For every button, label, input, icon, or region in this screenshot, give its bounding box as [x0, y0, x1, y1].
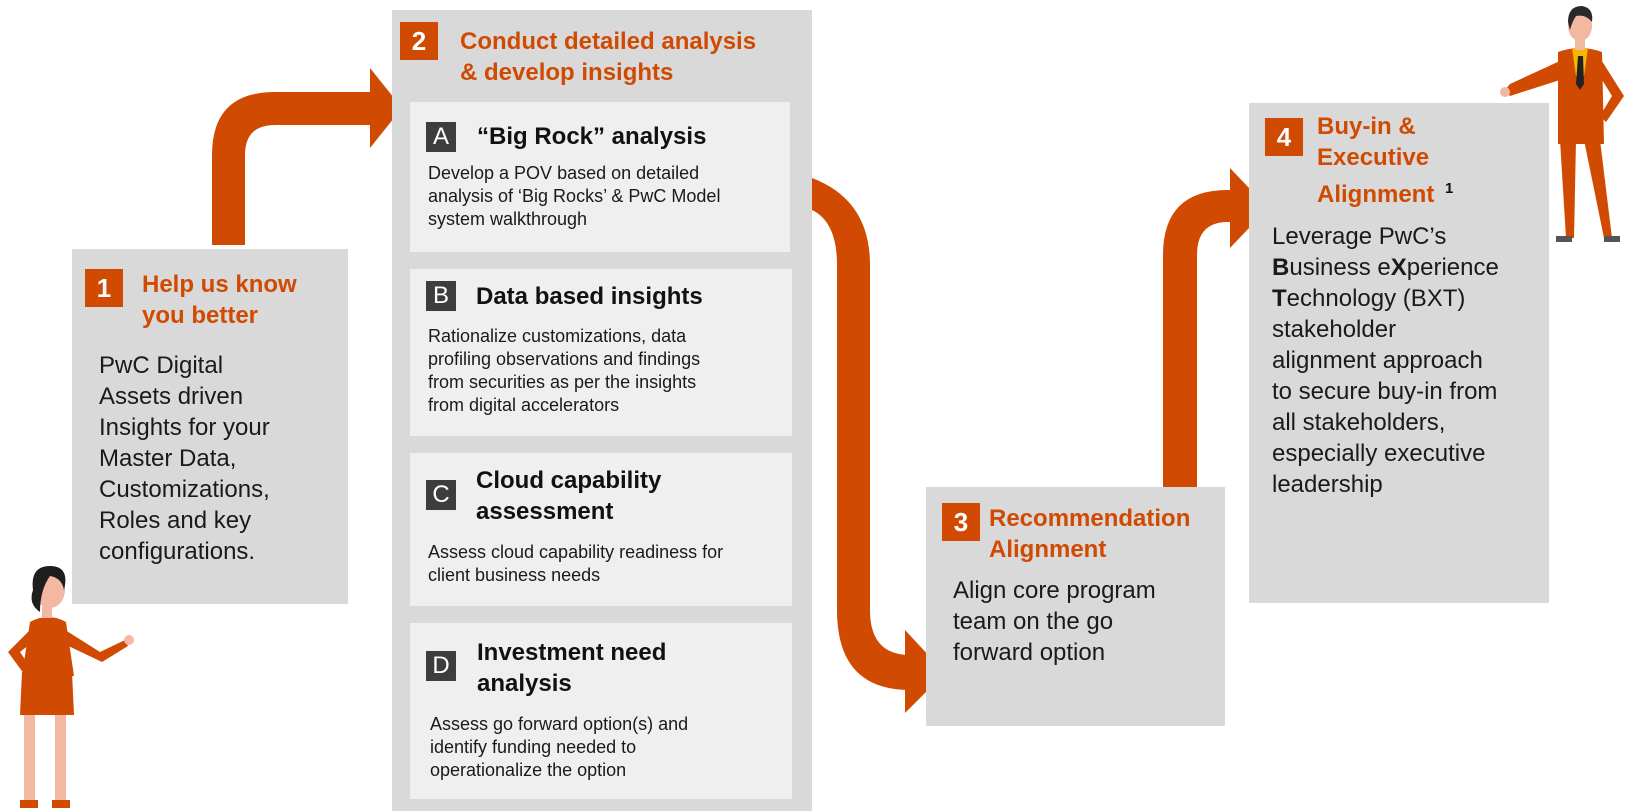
item-body-b: Rationalize customizations, data profili…	[428, 326, 701, 415]
item-title-a: “Big Rock” analysis	[477, 123, 707, 150]
step3-number: 3	[942, 503, 980, 541]
step4-title: Buy-in & Executive Alignment 1	[1317, 113, 1454, 208]
item-title-c: Cloud capability assessment	[476, 467, 662, 525]
arrow-step1-to-step2	[212, 68, 402, 245]
item-title-b: Data based insights	[476, 283, 703, 310]
item-letter-c: C	[426, 480, 456, 510]
step2-item-b: B Data based insights Rationalize custom…	[410, 269, 792, 436]
step3-box: 3 Recommendation Alignment Align core pr…	[926, 487, 1225, 726]
item-body-c: Assess cloud capability readiness for cl…	[428, 542, 724, 585]
step2-box: 2 Conduct detailed analysis & develop in…	[392, 10, 812, 811]
step4-description: Leverage PwC’s Business eXperience Techn…	[1272, 223, 1499, 498]
step2-title: Conduct detailed analysis & develop insi…	[460, 28, 757, 86]
item-letter-a: A	[426, 122, 456, 152]
item-body-d: Assess go forward option(s) and identify…	[430, 714, 689, 780]
item-body-a: Develop a POV based on detailed analysis…	[428, 163, 721, 229]
step3-description: Align core program team on the go forwar…	[953, 577, 1156, 666]
arrow-step2-to-step3	[812, 178, 945, 713]
item-letter-d: D	[426, 651, 456, 681]
item-title-d: Investment need analysis	[477, 639, 667, 697]
item-letter-b: B	[426, 281, 456, 311]
step2-item-a: A “Big Rock” analysis Develop a POV base…	[410, 102, 790, 252]
step1-number: 1	[85, 269, 123, 307]
step2-item-c: C Cloud capability assessment Assess clo…	[410, 453, 792, 606]
step4-box: 4 Buy-in & Executive Alignment 1 Leverag…	[1249, 103, 1549, 603]
footnote-marker: 1	[1445, 180, 1454, 197]
step3-title: Recommendation Alignment	[989, 505, 1191, 563]
step1-title: Help us know you better	[142, 271, 297, 329]
step4-number: 4	[1265, 118, 1303, 156]
step2-number: 2	[400, 22, 438, 60]
step2-item-d: D Investment need analysis Assess go for…	[410, 623, 792, 799]
